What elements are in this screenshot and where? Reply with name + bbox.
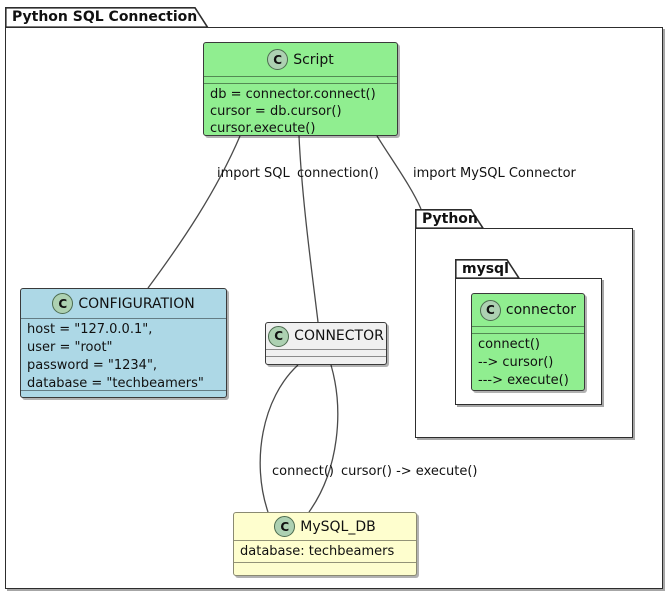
class-connector-pkg-methods: connect() --> cursor() ---> execute() (472, 333, 584, 390)
class-member: user = "root" (27, 340, 113, 355)
class-connector-mid-methods-empty (266, 356, 386, 363)
class-configuration-title: C CONFIGURATION (21, 289, 226, 318)
class-connector-pkg-title: C connector (472, 294, 584, 326)
class-connector-mid-attrs-empty (266, 349, 386, 356)
class-mysql-db-attrs: database: techbeamers (234, 540, 416, 562)
class-configuration-attrs: host = "127.0.0.1", user = "root" passwo… (21, 318, 226, 391)
edge-label-cursor-execute: cursor() -> execute() (341, 464, 478, 479)
class-member: host = "127.0.0.1", (27, 322, 153, 337)
class-member: ---> execute() (478, 373, 569, 388)
class-member: --> cursor() (478, 355, 554, 370)
frame-tab: Python SQL Connection (5, 7, 209, 29)
class-icon: C (268, 325, 290, 347)
class-member: password = "1234", (27, 358, 158, 373)
class-connector-pkg: C connector connect() --> cursor() ---> … (471, 293, 585, 391)
class-member: connect() (478, 337, 540, 352)
class-mysql-db-name: MySQL_DB (300, 518, 376, 535)
package-python-tab: Python (415, 209, 485, 230)
class-icon: C (274, 516, 296, 537)
class-script-name: Script (293, 51, 334, 68)
package-mysql-tab: mysql (455, 259, 521, 280)
class-mysql-db-methods-empty (234, 562, 416, 573)
package-mysql-label: mysql (462, 261, 509, 277)
edge-label-import-mysql-connector: import MySQL Connector (413, 166, 576, 181)
class-member: cursor = db.cursor() (210, 104, 342, 119)
package-python-tab-shape (415, 209, 485, 230)
diagram-title: Python SQL Connection (12, 9, 198, 25)
class-configuration-name: CONFIGURATION (78, 295, 195, 312)
class-connector-mid-name: CONNECTOR (294, 328, 384, 344)
class-script-methods: db = connector.connect() cursor = db.cur… (204, 83, 397, 136)
class-member: db = connector.connect() (210, 87, 376, 102)
edge-label-connect: connect() (272, 464, 334, 479)
package-mysql-tab-shape (455, 259, 521, 280)
class-connector-pkg-attrs-empty (472, 326, 584, 333)
class-connector-mid: C CONNECTOR (265, 322, 387, 365)
class-icon: C (479, 299, 501, 321)
class-script-title: C Script (204, 43, 397, 76)
class-script-attrs-empty (204, 76, 397, 83)
class-connector-mid-title: C CONNECTOR (266, 323, 386, 349)
class-script: C Script db = connector.connect() cursor… (203, 42, 398, 136)
class-member: database: techbeamers (240, 544, 395, 559)
class-icon: C (52, 293, 74, 314)
class-member: cursor.execute() (210, 121, 316, 136)
class-mysql-db: C MySQL_DB database: techbeamers (233, 512, 417, 576)
class-configuration: C CONFIGURATION host = "127.0.0.1", user… (20, 288, 227, 398)
class-connector-pkg-name: connector (505, 302, 577, 318)
class-member: database = "techbeamers" (27, 376, 204, 391)
class-configuration-methods-empty (21, 390, 226, 397)
class-mysql-db-title: C MySQL_DB (234, 513, 416, 540)
class-icon: C (267, 49, 289, 70)
package-python-label: Python (422, 211, 478, 227)
edge-label-connection: connection() (297, 166, 379, 181)
frame-tab-shape (5, 7, 209, 29)
edge-label-import-sql: import SQL (217, 166, 290, 181)
